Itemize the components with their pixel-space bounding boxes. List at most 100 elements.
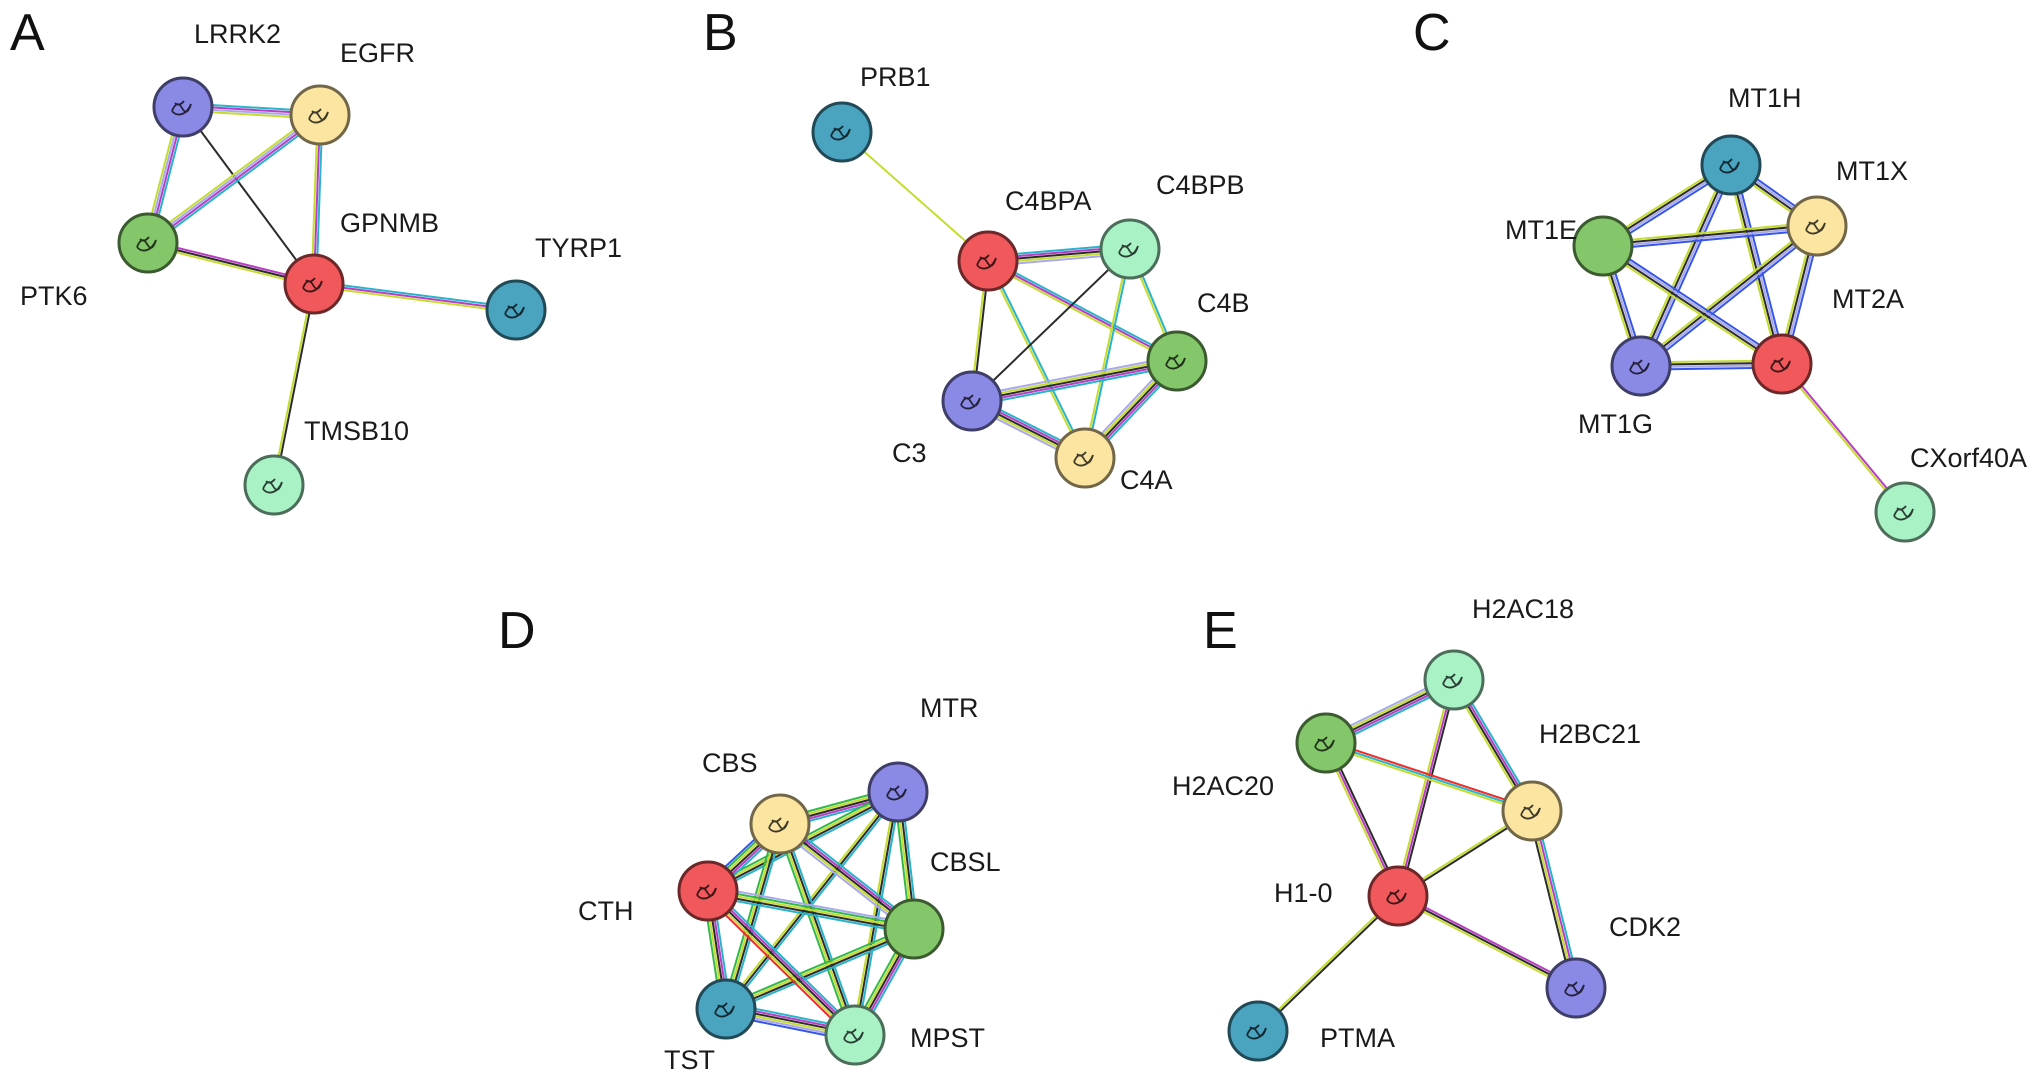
node-mt1g[interactable] [1610, 335, 1672, 397]
node-mtr[interactable] [867, 761, 929, 823]
protein-structure-icon [1719, 158, 1740, 174]
node-c4b[interactable] [1146, 330, 1208, 392]
edge-line-coexpression [1397, 895, 1577, 989]
panel-letter-a: A [10, 4, 45, 62]
edge-line-textmining [723, 823, 780, 1009]
edge-line-coexpression [1601, 246, 1782, 366]
node-circle [749, 793, 811, 855]
edge-line-neighborhood [708, 887, 915, 928]
node-c4bpb[interactable] [1099, 218, 1161, 280]
edge-line-coexpression [1639, 224, 1817, 366]
edge-line-textmining [986, 262, 1177, 365]
node-tst[interactable] [695, 978, 757, 1040]
edge-line-coexpression [1527, 811, 1574, 990]
node-tmsb10[interactable] [243, 454, 305, 516]
node-mt1x[interactable] [1786, 195, 1848, 257]
node-circle [289, 84, 351, 146]
edge-line-neighborhood [775, 824, 853, 1037]
edge-line-textmining [1638, 222, 1816, 364]
edge-line-experimental [708, 888, 858, 1034]
protein-structure-icon [830, 125, 851, 141]
node-circle [695, 978, 757, 1040]
edge-c4bpb-c4a [1082, 248, 1133, 459]
edge-line-textmining [851, 791, 897, 1035]
edge-cbs-tst [721, 822, 785, 1011]
edge-line-database [727, 931, 916, 1014]
edge-line-coexpression [1258, 896, 1400, 1033]
edge-cth-mpst [703, 886, 860, 1040]
edge-line-coexpression [274, 284, 317, 486]
protein-structure-icon [1629, 359, 1650, 375]
node-circle [283, 253, 345, 315]
node-circle [824, 1004, 886, 1066]
edge-mt1e-mt2a [1600, 242, 1785, 368]
node-mt1e[interactable] [1572, 215, 1634, 277]
node-label-tst: TST [664, 1045, 715, 1075]
node-circle [485, 279, 547, 341]
node-h1-0[interactable] [1367, 865, 1429, 927]
edge-line-textmining [1780, 364, 1905, 514]
node-label-mtr: MTR [920, 693, 978, 723]
node-circle [1610, 335, 1672, 397]
edge-line-experimental [313, 283, 517, 311]
protein-structure-icon [714, 1002, 735, 1018]
edge-line-coexpression [1638, 164, 1731, 366]
node-c4a[interactable] [1054, 427, 1116, 489]
protein-structure-icon [504, 303, 525, 319]
protein-structure-icon [1118, 242, 1139, 258]
node-lrrk2[interactable] [152, 76, 214, 138]
node-mt2a[interactable] [1751, 333, 1813, 395]
node-mt1h[interactable] [1700, 134, 1762, 196]
node-c3[interactable] [941, 370, 1003, 432]
node-circle [1295, 712, 1357, 774]
node-label-h2bc21: H2BC21 [1539, 719, 1641, 749]
node-cbsl[interactable] [883, 898, 945, 960]
node-cth[interactable] [677, 860, 739, 922]
node-circle [677, 860, 739, 922]
node-circle [1786, 195, 1848, 257]
edge-line-coexpression [1602, 223, 1817, 246]
protein-structure-icon [976, 254, 997, 270]
node-circle [1054, 427, 1116, 489]
edge-line-cooccurrence [1733, 163, 1787, 364]
node-mpst[interactable] [824, 1004, 886, 1066]
panel-letter-e: E [1203, 602, 1238, 660]
edge-line-experimental [972, 362, 1178, 405]
edge-line-coexpression [707, 890, 856, 1036]
node-label-mt1g: MT1G [1578, 409, 1653, 439]
node-egfr[interactable] [289, 84, 351, 146]
node-c4bpa[interactable] [957, 230, 1019, 292]
edge-line-coexpression [780, 823, 858, 1035]
edge-line-fusion [1326, 739, 1534, 810]
node-h2ac20[interactable] [1295, 712, 1357, 774]
node-tyrp1[interactable] [485, 279, 547, 341]
edge-line-cooccurrence [1642, 228, 1820, 370]
node-ptk6[interactable] [117, 212, 179, 274]
protein-structure-icon [262, 478, 283, 494]
edge-line-homology [970, 355, 1177, 398]
node-label-cdk2: CDK2 [1609, 912, 1681, 942]
node-ptma[interactable] [1227, 1000, 1289, 1062]
edge-line-database [782, 822, 860, 1035]
node-label-tmsb10: TMSB10 [304, 416, 409, 446]
node-cbs[interactable] [749, 793, 811, 855]
node-cdk2[interactable] [1545, 957, 1607, 1019]
edge-line-database [706, 894, 914, 935]
node-cxorf40a[interactable] [1874, 481, 1936, 543]
edge-mtr-mpst [851, 791, 902, 1036]
node-circle [883, 898, 945, 960]
edges-layer [143, 102, 1907, 1042]
edge-gpnmb-tyrp1 [313, 280, 517, 314]
edge-line-textmining [707, 890, 915, 930]
edge-line-coexpression [1728, 165, 1782, 365]
node-circle [1423, 649, 1485, 711]
edge-line-textmining [725, 926, 914, 1009]
node-h2ac18[interactable] [1423, 649, 1485, 711]
node-gpnmb[interactable] [283, 253, 345, 315]
edge-line-neighborhood [724, 924, 913, 1007]
node-prb1[interactable] [811, 101, 873, 163]
node-h2bc21[interactable] [1501, 780, 1563, 842]
edge-c4bpb-c3 [971, 248, 1131, 402]
edge-mt2a-cxorf40a [1780, 362, 1907, 514]
edge-line-experimental [1398, 892, 1578, 987]
